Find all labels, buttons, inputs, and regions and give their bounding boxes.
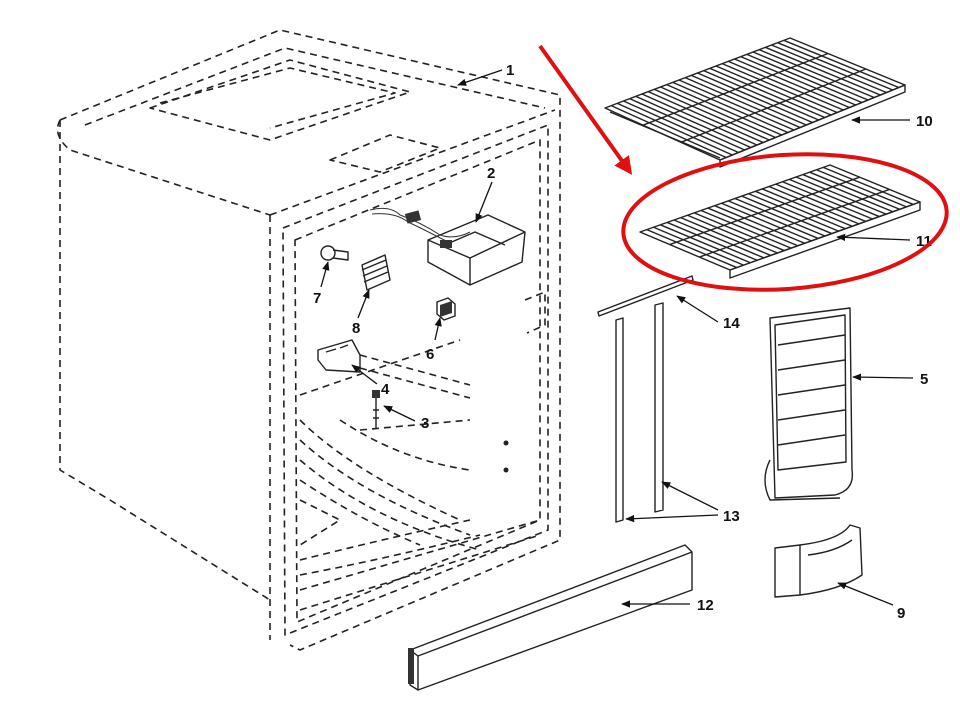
shelf-rib — [623, 100, 739, 154]
shelf-rib — [727, 200, 819, 240]
shelf-rib — [666, 84, 782, 136]
callout-12: 12 — [697, 597, 714, 614]
shelf-rib — [715, 65, 832, 116]
shelf-rib — [721, 63, 838, 114]
shelf-rib — [617, 102, 733, 156]
shelf-rib — [809, 171, 900, 210]
kick-plate — [408, 544, 693, 691]
callout-5: 5 — [920, 371, 928, 388]
shelf-rib — [647, 91, 764, 144]
shelf-rib — [680, 216, 771, 257]
callout-2: 2 — [487, 165, 495, 182]
shelf-rib — [771, 44, 887, 94]
shelf-rib — [660, 86, 776, 139]
shelf-rib — [709, 67, 826, 119]
shelf-strip — [597, 275, 694, 317]
shelf-rib — [822, 166, 914, 206]
shelf-rib — [765, 46, 881, 96]
shelf-rib — [795, 176, 887, 215]
wire-shelf-upper — [604, 37, 906, 168]
callout-13: 13 — [723, 508, 740, 525]
shelf-rib — [748, 193, 839, 232]
shelf-rib — [740, 56, 856, 106]
shelf-rib — [687, 214, 778, 254]
highlight-arrow — [538, 44, 633, 175]
shelf-rib — [755, 190, 846, 230]
callout-14: 14 — [723, 315, 740, 332]
shelf-rib — [816, 169, 907, 208]
shelf-rib — [707, 207, 799, 247]
door-bin-tall — [764, 307, 854, 501]
light-bulb — [320, 245, 349, 261]
cabinet-outline — [56, 29, 561, 651]
callout-3: 3 — [421, 415, 429, 432]
shelf-rib — [641, 93, 758, 146]
shelf-rib — [684, 77, 801, 129]
thermostat-bracket — [317, 339, 361, 373]
shelf-rib — [714, 205, 805, 244]
shelf-rib — [703, 70, 819, 121]
thermostat-knob — [372, 390, 380, 428]
shelf-rib — [653, 226, 744, 266]
shelf-rib — [752, 51, 869, 101]
shelf-rib — [694, 212, 785, 252]
shelf-crossbar — [642, 52, 829, 126]
shelf-rib — [672, 81, 789, 134]
door-bin-small — [774, 524, 863, 598]
shelf-rib — [697, 72, 813, 124]
shelf-rib — [734, 197, 826, 237]
callout-labels: 1 2 3 4 5 6 7 8 9 10 11 12 13 14 — [313, 62, 933, 622]
shelf-crossbar — [680, 68, 867, 143]
shelf-rib — [734, 58, 850, 109]
callout-6: 6 — [426, 346, 434, 363]
light-switch — [436, 297, 456, 321]
leader-lines — [320, 69, 914, 608]
shelf-rib — [629, 98, 745, 151]
callout-10: 10 — [916, 113, 933, 130]
shelf-rib — [673, 219, 765, 259]
shelf-rib — [741, 195, 833, 235]
shelf-rib — [654, 88, 770, 141]
callout-4: 4 — [381, 381, 390, 398]
shelf-rib — [666, 221, 758, 261]
shelf-crossbar — [669, 176, 860, 246]
shelf-rib — [721, 202, 812, 242]
shelf-rib — [789, 178, 880, 218]
door-gaskets — [615, 302, 664, 523]
callout-9: 9 — [897, 605, 905, 622]
highlight-annotation — [538, 44, 949, 292]
shelf-rib — [758, 49, 875, 99]
shelf-rib — [635, 95, 752, 149]
control-assembly — [369, 207, 526, 286]
shelf-rib — [660, 224, 751, 264]
callout-1: 1 — [506, 62, 514, 79]
shelf-rib — [700, 209, 792, 249]
callout-8: 8 — [352, 320, 360, 337]
shelf-rib — [782, 181, 873, 220]
shelf-rib — [761, 188, 853, 227]
shelf-rib — [728, 60, 844, 111]
highlight-ellipse — [621, 152, 949, 292]
shelf-rib — [610, 105, 727, 159]
shelf-rib — [775, 183, 866, 223]
shelf-rib — [777, 42, 893, 91]
shelf-rib — [691, 74, 807, 126]
light-socket — [361, 254, 391, 291]
shelf-rib — [746, 53, 863, 104]
shelf-rib — [678, 79, 795, 131]
callout-7: 7 — [313, 290, 321, 307]
shelf-rib — [646, 228, 738, 269]
wire-shelf-lower — [639, 164, 921, 279]
shelf-rib — [802, 173, 894, 213]
shelf-crossbar — [699, 188, 890, 258]
shelf-rib — [768, 185, 860, 225]
shelf-rib — [783, 39, 900, 89]
